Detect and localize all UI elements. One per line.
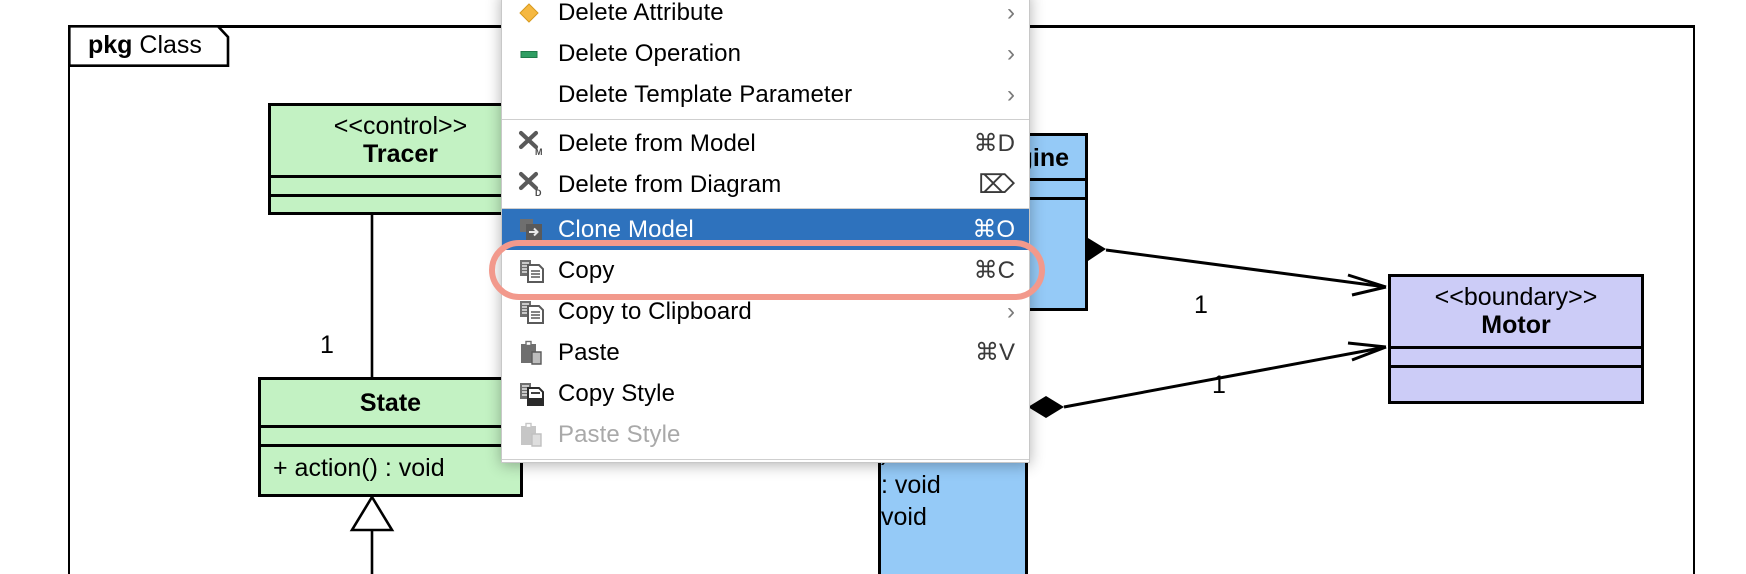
uml-class-tracer[interactable]: <<control>> Tracer [268,103,533,215]
menu-item-shortcut: ⌘O [972,216,1015,243]
menu-item-label: Delete from Model [558,129,756,157]
uml-class-name: Motor [1481,311,1551,339]
menu-separator [502,459,1029,460]
chevron-right-icon: › [1007,39,1015,67]
paste-style-icon [518,422,558,448]
uml-class-name: State [359,389,422,417]
menu-item-label: Copy Style [558,379,676,407]
menu-item-label: Delete Template Parameter [558,80,853,108]
menu-item-delete-from-model[interactable]: M Delete from Model ⌘D [502,123,1029,164]
menu-item-shortcut: ⌦ [978,169,1015,199]
menu-item-label: Paste [558,338,620,366]
menu-item-label: Clone Model [558,215,694,243]
menu-item-shortcut: ⌘C [973,257,1015,284]
uml-class-stereotype: <<boundary>> [1434,283,1598,311]
uml-operation: + action() : void [273,454,445,482]
scissors-m-icon: M [518,130,558,158]
uml-separator [1391,346,1641,349]
uml-separator [261,425,520,428]
multiplicity-label-engine-motor: 1 [1194,291,1208,319]
menu-item-label: Paste Style [558,420,681,448]
uml-attribute-compartment [271,178,530,194]
menu-separator [502,119,1029,120]
uml-operation-compartment: + action() : void [261,447,520,493]
uml-attribute-compartment [1391,349,1641,365]
chevron-right-icon: › [1007,80,1015,108]
svg-text:M: M [535,147,543,157]
menu-item-label: Copy [558,256,615,284]
orange-diamond-icon [518,2,558,24]
scissors-d-icon: D [518,171,558,199]
menu-item-delete-from-diagram[interactable]: D Delete from Diagram ⌦ [502,164,1029,205]
context-menu[interactable]: Delete Attribute › Delete Operation › De… [501,0,1030,463]
uml-separator [271,194,530,197]
menu-item-paste-style: Paste Style [502,414,1029,455]
uml-class-stereotype: <<control>> [333,112,468,140]
menu-item-label: Delete Operation [558,39,742,67]
package-tab: pkg Class [68,25,230,67]
uml-separator [261,444,520,447]
menu-item-paste[interactable]: Paste ⌘V [502,332,1029,373]
uml-operation-compartment [1391,368,1641,381]
uml-class-name: Tracer [362,140,439,168]
uml-class-header: <<boundary>> Motor [1391,277,1641,346]
menu-item-delete-template-parameter[interactable]: Delete Template Parameter › [502,74,1029,115]
uml-separator [1391,365,1641,368]
uml-attribute-compartment [261,428,520,444]
chevron-right-icon: › [1007,297,1015,325]
paste-icon [518,340,558,366]
menu-separator [502,208,1029,209]
package-keyword: pkg [88,31,133,59]
copy-style-icon [518,381,558,407]
menu-item-label: Copy to Clipboard [558,297,752,325]
menu-item-shortcut: ⌘D [973,130,1015,157]
uml-class-header: <<control>> Tracer [271,106,530,175]
menu-item-delete-operation[interactable]: Delete Operation › [502,33,1029,74]
menu-item-clone-model[interactable]: Clone Model ⌘O [502,209,1029,250]
menu-item-copy-to-clipboard[interactable]: Copy to Clipboard › [502,291,1029,332]
menu-item-shortcut: ⌘V [974,339,1015,366]
copy-icon [518,258,558,284]
menu-item-label: Delete from Diagram [558,170,782,198]
menu-item-delete-attribute[interactable]: Delete Attribute › [502,0,1029,33]
uml-class-state[interactable]: State + action() : void [258,377,523,497]
package-name: Class [139,31,202,59]
uml-separator [271,175,530,178]
menu-item-label: Delete Attribute [558,0,724,26]
uml-class-motor[interactable]: <<boundary>> Motor [1388,274,1644,404]
menu-item-copy[interactable]: Copy ⌘C [502,250,1029,291]
multiplicity-label-steering-motor: 1 [1212,371,1226,399]
svg-text:D: D [535,188,542,198]
uml-class-header: State [261,380,520,425]
clone-icon [518,217,558,243]
copy-icon [518,299,558,325]
uml-operation: void [881,503,927,531]
uml-operation-compartment [271,197,530,210]
multiplicity-label-tracer-state: 1 [320,331,334,359]
green-rect-icon [518,43,558,65]
package-tab-label: pkg Class [88,31,202,60]
uml-operation: : void [881,470,941,499]
package-frame [68,25,1695,574]
menu-item-copy-style[interactable]: Copy Style [502,373,1029,414]
chevron-right-icon: › [1007,0,1015,26]
